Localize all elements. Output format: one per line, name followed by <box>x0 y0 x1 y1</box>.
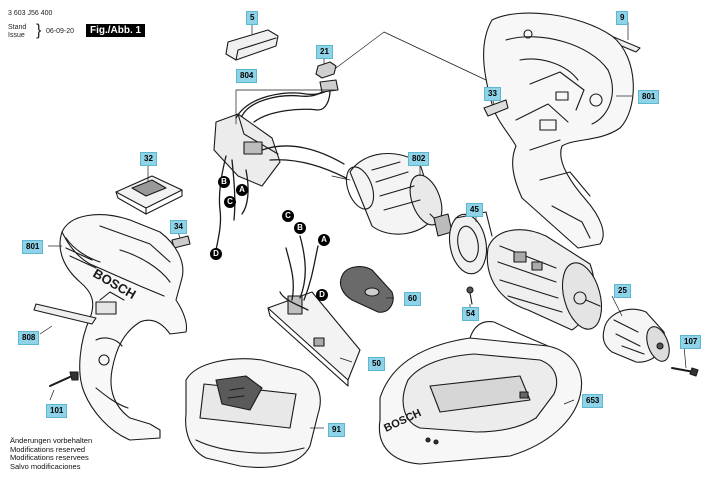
part-801-right-housing <box>483 12 634 249</box>
part-54-screw <box>466 286 474 305</box>
figure-label: Fig./Abb. 1 <box>86 24 146 37</box>
label-part-101: 101 <box>46 404 68 418</box>
note-fr: Modifications reservees <box>10 453 89 463</box>
note-en: Modifications reserved <box>10 444 86 454</box>
label-part-653: 653 <box>582 394 604 408</box>
part-5-cover <box>225 29 279 61</box>
label-part-21: 21 <box>316 45 333 59</box>
note-es: Salvo modificaciones <box>10 461 81 471</box>
wire-marker-b-left: B <box>218 176 230 188</box>
label-part-808: 808 <box>18 331 40 345</box>
issue-brace: } <box>36 22 42 39</box>
label-part-54: 54 <box>462 307 479 321</box>
note-de: Änderungen vorbehalten <box>10 436 93 445</box>
wire-marker-d-left: D <box>210 248 222 260</box>
leader-lines <box>39 22 687 429</box>
wire-marker-c-board: C <box>282 210 294 222</box>
leader-21 <box>335 31 487 81</box>
label-part-804: 804 <box>236 69 258 83</box>
part-653-charger <box>378 321 582 465</box>
label-part-33: 33 <box>484 87 501 101</box>
wire-marker-a-left: A <box>236 184 248 196</box>
issue-date: 06-09-20 <box>46 28 75 35</box>
part-21-cap <box>315 61 337 79</box>
part-802-motor <box>331 153 453 237</box>
part-801-left-housing <box>59 214 188 441</box>
issue-label: Issue <box>8 32 25 39</box>
part-25-chuck <box>602 308 670 363</box>
wire-marker-a-board: A <box>318 234 330 246</box>
wire-marker-d-board: D <box>316 289 328 301</box>
label-part-50: 50 <box>368 357 385 371</box>
label-part-107: 107 <box>680 335 702 349</box>
part-45-gear-ring <box>448 211 493 275</box>
label-part-34: 34 <box>170 220 187 234</box>
label-part-9: 9 <box>616 11 629 25</box>
label-part-801-right: 801 <box>638 90 660 104</box>
part-60-cap <box>339 266 394 313</box>
part-107-screw <box>671 367 699 377</box>
part-33-lever <box>483 99 509 117</box>
part-number: 3 603 J56 400 <box>8 10 53 17</box>
part-32-plate <box>115 175 183 215</box>
label-part-801-left: 801 <box>22 240 44 254</box>
wire-marker-c-left: C <box>224 196 236 208</box>
part-804-switch <box>213 79 347 251</box>
part-50-board <box>267 235 361 387</box>
disclaimer-notes: Änderungen vorbehalten Modifications res… <box>10 436 93 471</box>
label-part-25: 25 <box>614 284 631 298</box>
label-part-5: 5 <box>246 11 259 25</box>
stand-label: Stand <box>8 24 27 31</box>
label-part-802: 802 <box>408 152 430 166</box>
label-part-60: 60 <box>404 292 421 306</box>
part-808-strip <box>33 303 97 325</box>
label-part-45: 45 <box>466 203 483 217</box>
wire-marker-b-board: B <box>294 222 306 234</box>
gearbox-assembly <box>486 229 603 331</box>
part-101-screw <box>49 371 79 387</box>
part-91-battery <box>185 358 321 468</box>
label-part-91: 91 <box>328 423 345 437</box>
label-part-32: 32 <box>140 152 157 166</box>
